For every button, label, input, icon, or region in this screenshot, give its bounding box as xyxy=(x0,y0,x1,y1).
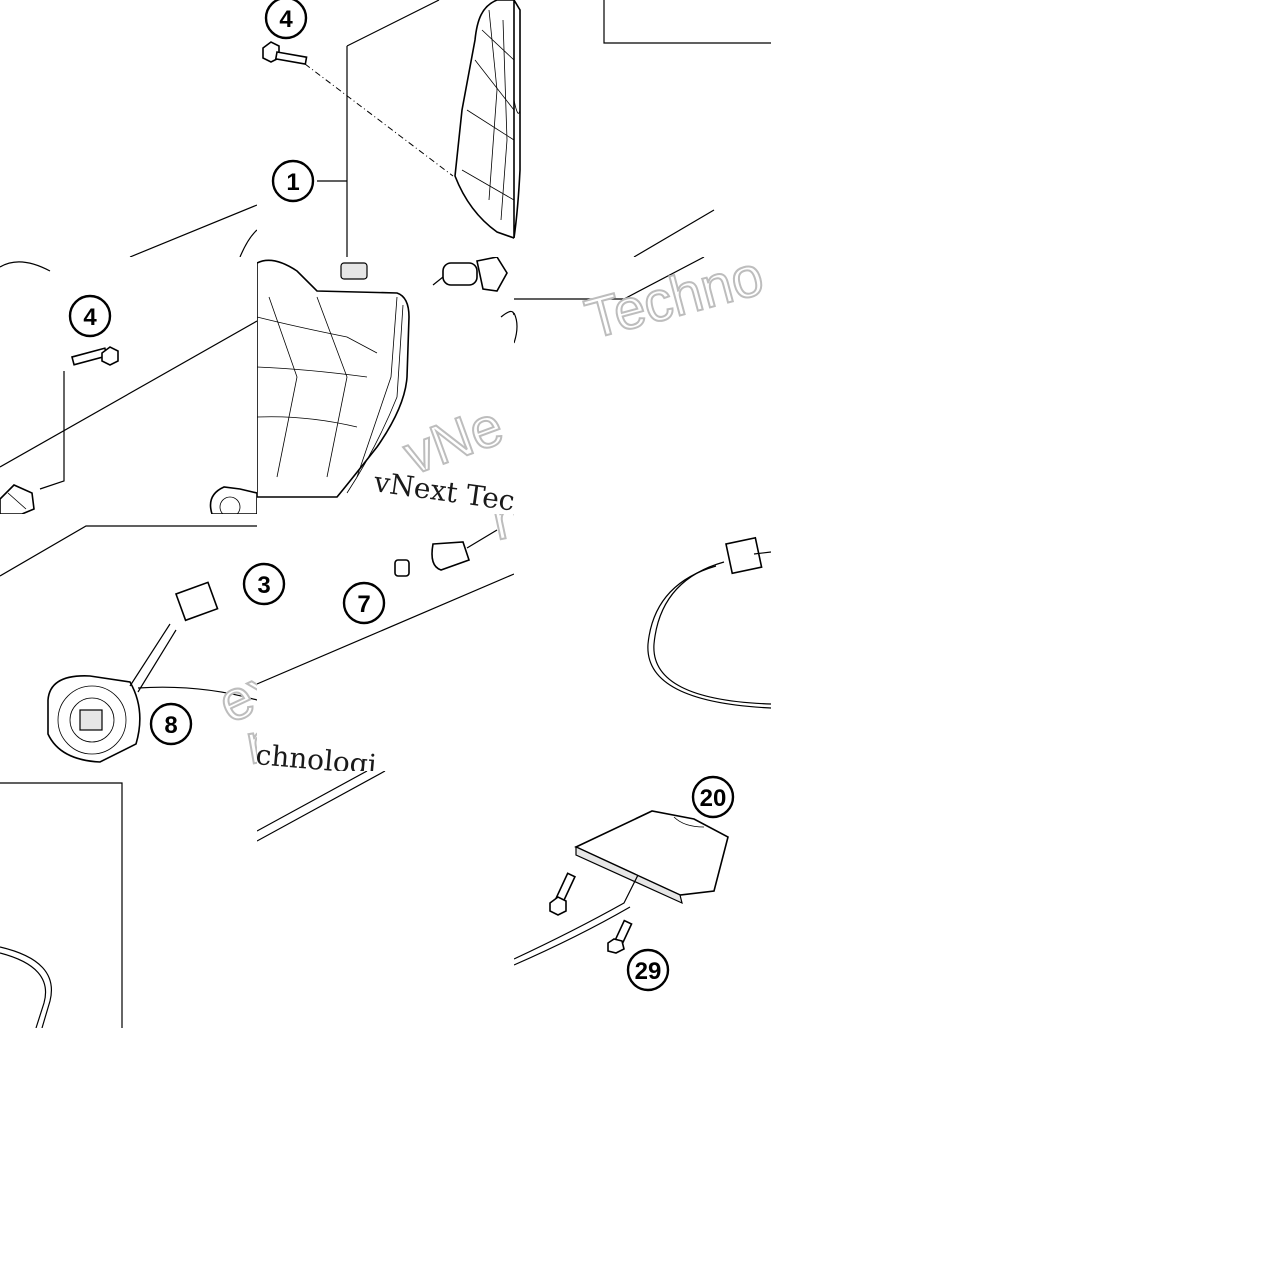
nut-part xyxy=(607,919,633,954)
tile-top-right xyxy=(514,0,771,257)
headlight-housing-top xyxy=(454,0,514,239)
small-bulb xyxy=(394,529,498,577)
tile-lower-left: ext nologies xyxy=(0,514,257,771)
bulb-socket-left xyxy=(0,484,35,514)
screw-part-top xyxy=(262,41,308,66)
watermark-nologies-center: nologies xyxy=(486,514,514,552)
license-plate-light xyxy=(574,810,729,905)
screw-part-left xyxy=(71,346,119,366)
socket-right-edge xyxy=(209,486,257,514)
tile-lower-right xyxy=(514,514,771,771)
headlight-housing-side xyxy=(514,0,521,239)
connector-cable xyxy=(647,536,771,709)
tile-lower-center: nologies chnologi xyxy=(257,514,514,771)
headlight-body xyxy=(257,259,410,498)
tile-bottom-center xyxy=(257,771,514,1028)
tile-mid-left xyxy=(0,257,257,514)
mounting-screw xyxy=(549,872,576,916)
tile-center: vNe vNext Tec xyxy=(257,257,514,514)
tile-mid-right: Techno xyxy=(514,257,771,514)
bulb-top xyxy=(340,257,508,292)
watermark-techno: Techno xyxy=(579,257,770,351)
tile-top-center xyxy=(257,0,514,257)
tile-bottom-right xyxy=(514,771,771,1028)
tile-bottom-left xyxy=(0,771,257,1028)
watermark-chnologi: chnologi xyxy=(257,738,378,771)
bulb-holder-assembly xyxy=(47,581,257,763)
tile-top-left xyxy=(0,0,257,257)
